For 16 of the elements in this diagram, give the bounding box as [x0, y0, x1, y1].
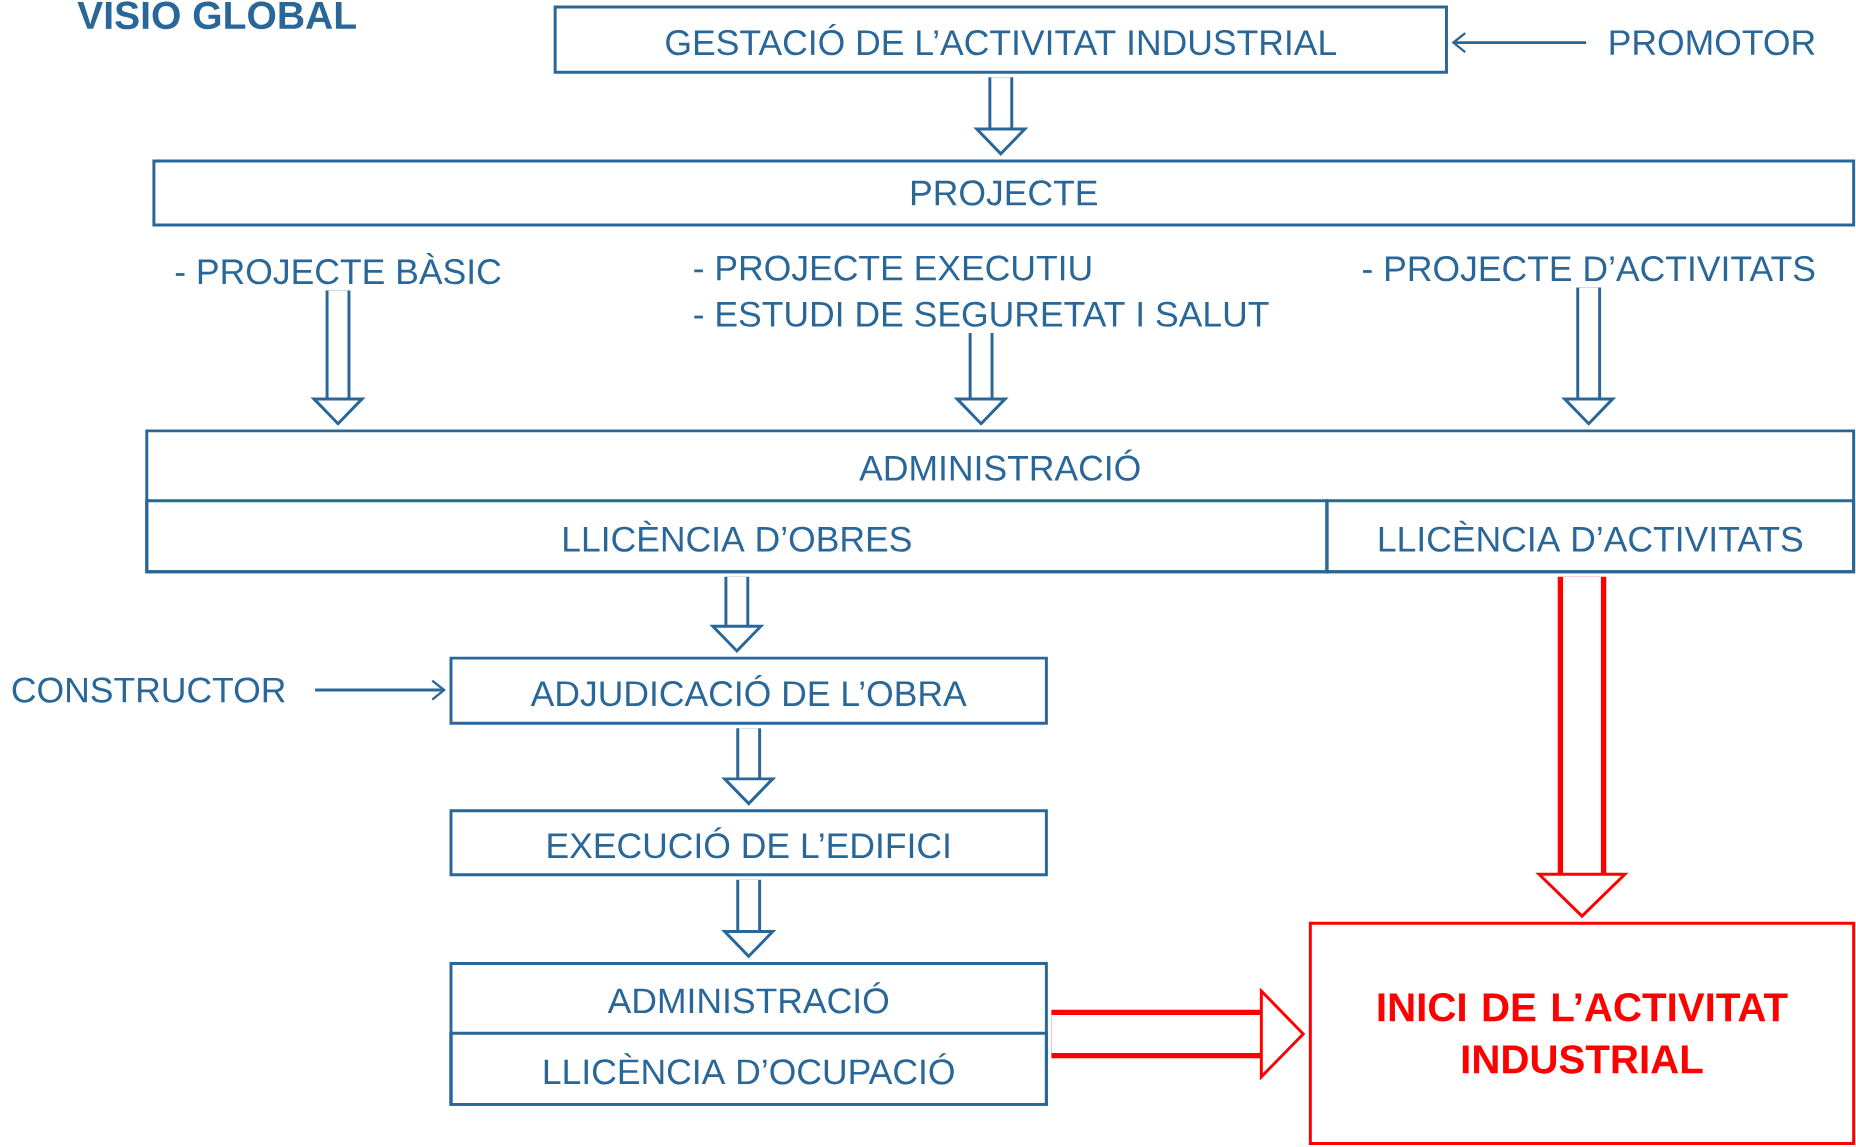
process-box: PROJECTE — [152, 159, 1856, 227]
process-box: LLICÈNCIA D’OCUPACIÓ — [449, 1031, 1048, 1106]
process-box: ADJUDICACIÓ DE L’OBRA — [449, 656, 1048, 725]
role-label: CONSTRUCTOR — [12, 677, 285, 703]
process-box: LLICÈNCIA D’ACTIVITATS — [1325, 499, 1856, 574]
item-list: - PROJECTE BÀSIC — [175, 253, 501, 285]
heading: VISIO GLOBAL — [77, 1, 356, 30]
process-box: EXECUCIÓ DE L’EDIFICI — [449, 809, 1048, 877]
process-box: LLICÈNCIA D’OBRES — [145, 499, 1329, 574]
item-list: - PROJECTE D’ACTIVITATS — [1363, 256, 1815, 282]
result-box: INICI DE L’ACTIVITAT INDUSTRIAL — [1308, 921, 1856, 1145]
role-label: PROMOTOR — [1610, 30, 1815, 56]
arrow — [315, 679, 446, 701]
arrow — [1451, 32, 1587, 54]
item-list: - PROJECTE EXECUTIU - ESTUDI DE SEGURETAT I SALUT — [694, 255, 1269, 327]
process-box: GESTACIÓ DE L’ACTIVITAT INDUSTRIAL — [553, 5, 1448, 74]
